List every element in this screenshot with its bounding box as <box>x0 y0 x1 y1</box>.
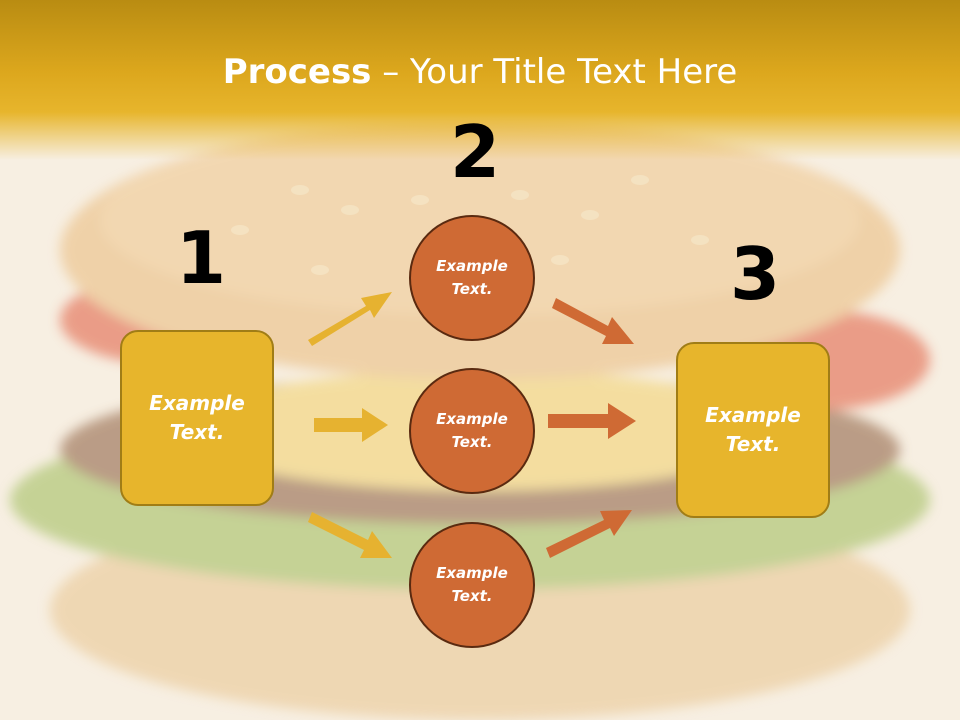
title-rest: – Your Title Text Here <box>371 52 738 92</box>
right-text-box: Example Text. <box>676 342 830 518</box>
left-text-box: Example Text. <box>120 330 274 506</box>
arrow-from-top <box>552 298 634 344</box>
arrow-from-bottom <box>546 510 632 558</box>
circle-middle: Example Text. <box>409 368 535 494</box>
step-number-1: 1 <box>176 216 227 300</box>
slide-title: Process – Your Title Text Here <box>0 52 960 92</box>
title-bold: Process <box>222 52 372 92</box>
step-number-2: 2 <box>450 110 501 194</box>
arrow-to-middle <box>314 408 388 442</box>
arrow-from-middle <box>548 403 636 439</box>
step-number-3: 3 <box>730 232 781 316</box>
circle-top: Example Text. <box>409 215 535 341</box>
arrow-to-bottom <box>308 512 392 558</box>
circle-bottom: Example Text. <box>409 522 535 648</box>
arrow-to-top <box>308 292 392 346</box>
header-band <box>0 0 960 160</box>
